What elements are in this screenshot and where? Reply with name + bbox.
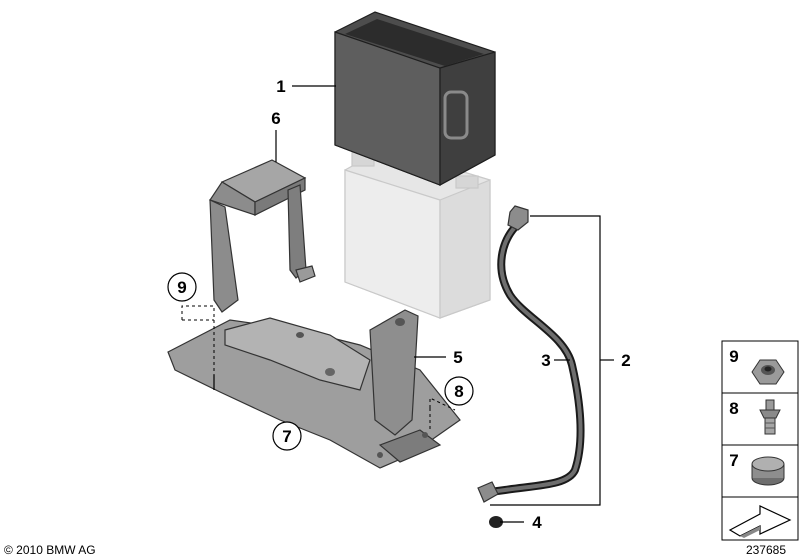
copyright-text: © 2010 BMW AG bbox=[4, 543, 96, 557]
callout-3: 3 bbox=[541, 351, 550, 370]
callout-1: 1 bbox=[276, 77, 285, 96]
diagram-number: 237685 bbox=[746, 543, 786, 557]
legend-label-7: 7 bbox=[729, 451, 738, 470]
nut-icon bbox=[751, 359, 785, 385]
vent-hose bbox=[477, 205, 585, 503]
callout-5: 5 bbox=[453, 348, 462, 367]
battery-box bbox=[334, 11, 496, 187]
callout-6: 6 bbox=[271, 109, 280, 128]
callout-4: 4 bbox=[532, 513, 542, 532]
legend-label-9: 9 bbox=[729, 347, 738, 366]
arrow-icon bbox=[728, 505, 792, 538]
base-plate bbox=[167, 309, 461, 469]
callout-8: 8 bbox=[454, 382, 463, 401]
callout-9: 9 bbox=[177, 278, 186, 297]
callout-2: 2 bbox=[621, 351, 630, 370]
cap-plug-icon bbox=[751, 456, 785, 486]
battery-ghost bbox=[344, 147, 491, 319]
parts-legend: 9 8 7 bbox=[721, 340, 799, 541]
callout-7: 7 bbox=[282, 427, 291, 446]
legend-label-8: 8 bbox=[729, 399, 738, 418]
vent-plug bbox=[489, 516, 503, 528]
bolt-icon bbox=[759, 399, 781, 435]
battery-bracket bbox=[209, 159, 316, 313]
